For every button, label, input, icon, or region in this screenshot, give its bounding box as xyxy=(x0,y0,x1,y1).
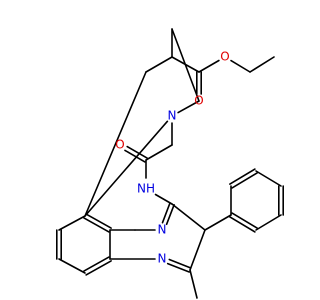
atom-label-o-amide: O xyxy=(115,138,124,152)
bond-single xyxy=(255,170,282,187)
bond-double-b xyxy=(168,258,192,269)
bond-single xyxy=(145,56,173,73)
bond-single xyxy=(198,59,220,73)
bond-double-a xyxy=(166,262,190,273)
molecule-structure: O O N O NH N N xyxy=(55,28,285,299)
bond-double-b xyxy=(165,204,175,226)
bond-single xyxy=(204,214,232,231)
atom-label-n-ring-top: N xyxy=(158,223,167,237)
bond-double-a xyxy=(85,260,112,276)
bond-double-a xyxy=(85,213,112,229)
bond-single xyxy=(189,269,198,299)
bond-double-a xyxy=(229,216,256,233)
bond-double-b xyxy=(124,149,146,163)
bond-single xyxy=(255,214,282,231)
bond-single xyxy=(189,229,206,271)
atom-label-layer: O O N O NH N N xyxy=(115,50,229,266)
bond-single xyxy=(58,258,86,274)
bond-single xyxy=(84,120,169,217)
atom-label-n-piperidine: N xyxy=(168,109,177,123)
atom-label-o-ether: O xyxy=(220,50,229,64)
atom-label-n-ring-bottom: N xyxy=(158,252,167,266)
bond-single xyxy=(249,56,275,73)
bond-double-a xyxy=(229,168,256,185)
bond-double-b xyxy=(231,172,258,189)
atom-label-nh-amide: NH xyxy=(137,182,155,196)
bond-single xyxy=(84,71,147,217)
bond-double-a xyxy=(126,145,148,159)
bond-single xyxy=(171,28,200,102)
bond-double-b xyxy=(83,256,110,272)
atom-label-o-ester: O xyxy=(194,94,203,108)
bond-double-b xyxy=(231,212,258,229)
bond-single xyxy=(230,59,251,73)
bond-single xyxy=(171,203,206,231)
bond-single xyxy=(58,215,86,231)
bond-single xyxy=(145,144,173,161)
bond-double-b xyxy=(83,217,110,233)
bond-single xyxy=(177,100,200,114)
bond-layer xyxy=(55,28,285,299)
bond-double-a xyxy=(161,202,171,224)
bond-single xyxy=(154,193,173,205)
